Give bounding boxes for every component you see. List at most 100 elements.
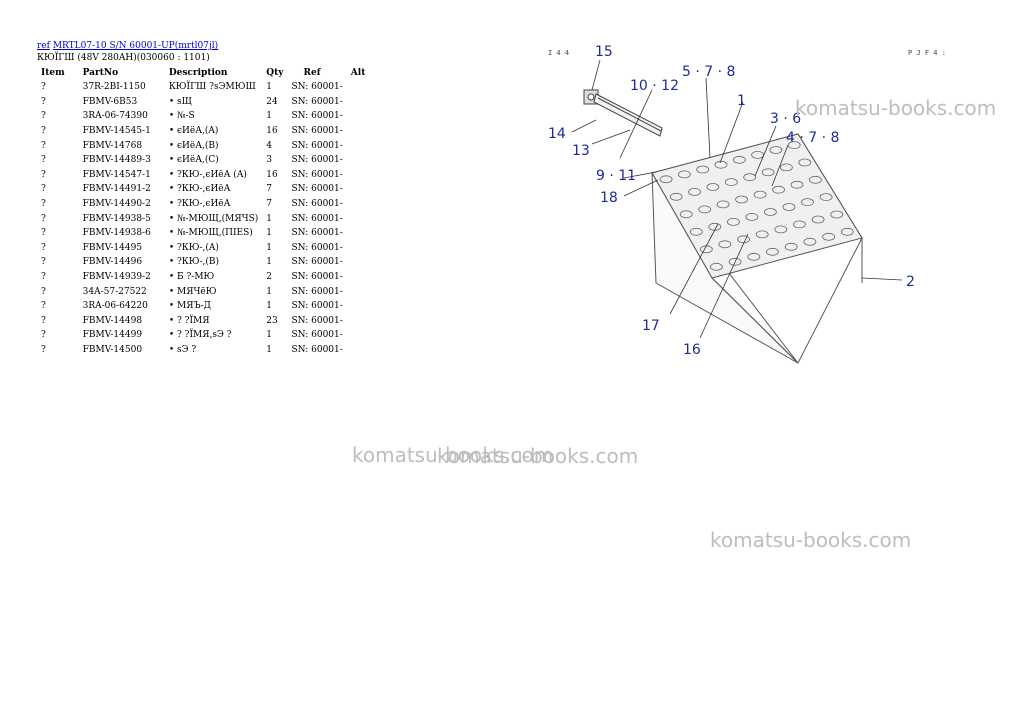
qty-cell: 7 <box>266 184 272 195</box>
ref-cell: SN: 60001- <box>291 96 343 107</box>
battery-cell <box>840 227 854 236</box>
battery-cell <box>784 242 798 251</box>
battery-cell <box>718 240 732 249</box>
alt-cell <box>347 328 370 343</box>
model-link[interactable]: MRTL07-10 S/N 60001-UP(mrtl07jl) <box>52 41 219 51</box>
battery-cell <box>790 180 804 189</box>
battery-cell <box>688 187 702 196</box>
item-cell: ? <box>41 344 46 355</box>
partno-cell: FBMV-14938-6 <box>82 228 151 239</box>
qty-cell: 1 <box>266 257 272 268</box>
item-cell: ? <box>41 242 46 253</box>
battery-cell <box>798 158 812 167</box>
partno-cell: FBMV-14498 <box>82 315 143 326</box>
description-cell: • єИёА,(B) <box>168 140 219 151</box>
item-cell: ? <box>41 213 46 224</box>
col-description: Description <box>168 68 228 78</box>
partno-cell: 37R-2BI-1150 <box>82 82 146 93</box>
description-cell: • №-МЮЩ,(ПIES) <box>168 228 253 239</box>
battery-cell <box>679 210 693 219</box>
item-cell: ? <box>41 82 46 93</box>
battery-cell <box>801 198 814 207</box>
ref-cell: SN: 60001- <box>291 169 343 180</box>
battery-cell <box>659 175 673 184</box>
battery-cable <box>583 89 663 137</box>
description-cell: • ?КЮ-,(A) <box>168 242 219 253</box>
description-cell: • єИёА,(C) <box>168 155 219 166</box>
battery-cell <box>735 195 749 204</box>
callout-10-12: 10 · 12 <box>630 78 679 94</box>
callout-18: 18 <box>600 190 618 206</box>
battery-cell <box>706 183 720 191</box>
battery-cell <box>782 203 796 211</box>
qty-cell: 16 <box>266 169 278 180</box>
alt-cell <box>347 241 370 256</box>
callout-17: 17 <box>642 318 660 334</box>
battery-cell <box>696 165 710 174</box>
ref-link[interactable]: ref <box>37 41 50 51</box>
battery-cell <box>830 210 844 219</box>
alt-cell <box>347 124 370 139</box>
battery-cell <box>792 220 806 229</box>
qty-cell: 3 <box>266 155 272 166</box>
description-cell: • МЯЪ-Д <box>168 301 211 312</box>
partno-cell: FBMV-14500 <box>82 344 143 355</box>
partno-cell: 3RA-06-74390 <box>82 111 148 122</box>
battery-case <box>651 133 863 364</box>
watermark: komatsu-books.com <box>795 96 997 120</box>
partno-cell: FBMV-14496 <box>82 257 143 268</box>
battery-cell <box>698 205 712 214</box>
alt-cell <box>347 270 370 285</box>
battery-cell <box>716 200 730 209</box>
qty-cell: 1 <box>266 242 272 253</box>
description-cell: • sЭ ? <box>168 344 197 355</box>
alt-cell <box>347 182 370 197</box>
corner-label-left: I 4 4 <box>548 49 569 57</box>
ref-cell: SN: 60001- <box>291 257 343 268</box>
ref-cell: SN: 60001- <box>291 140 343 151</box>
ref-cell: SN: 60001- <box>291 213 343 224</box>
qty-cell: 4 <box>266 140 272 151</box>
partno-cell: FBMV-14490-2 <box>82 199 151 210</box>
partno-cell: FBMV-14489-3 <box>82 155 151 166</box>
partno-cell: FBMV-14495 <box>82 242 143 253</box>
battery-cell <box>766 247 779 256</box>
item-cell: ? <box>41 301 46 312</box>
col-ref: Ref <box>303 68 321 78</box>
alt-cell <box>347 255 370 270</box>
watermark: komatsu-books.com <box>352 443 554 467</box>
alt-cell <box>347 80 370 95</box>
partno-cell: FBMV-14939-2 <box>82 272 151 283</box>
callout-1: 1 <box>737 93 746 109</box>
description-cell: • МЯЧёЮ <box>168 286 217 297</box>
watermark: komatsu-books.com <box>710 528 912 552</box>
alt-cell <box>347 197 370 212</box>
corner-label-right: P J F 4 : <box>908 49 946 57</box>
item-cell: ? <box>41 140 46 151</box>
ref-cell: SN: 60001- <box>291 344 343 355</box>
alt-cell <box>347 95 370 110</box>
battery-cell <box>689 227 703 236</box>
item-cell: ? <box>41 184 46 195</box>
item-cell: ? <box>41 286 46 297</box>
callout-13: 13 <box>572 143 590 159</box>
item-cell: ? <box>41 199 46 210</box>
callout-leaders <box>571 59 903 339</box>
battery-cell <box>761 168 775 177</box>
qty-cell: 1 <box>266 213 272 224</box>
battery-cell <box>772 185 785 194</box>
partno-cell: FBMV-14499 <box>82 330 143 341</box>
ref-cell: SN: 60001- <box>291 330 343 341</box>
battery-cell <box>811 215 825 224</box>
